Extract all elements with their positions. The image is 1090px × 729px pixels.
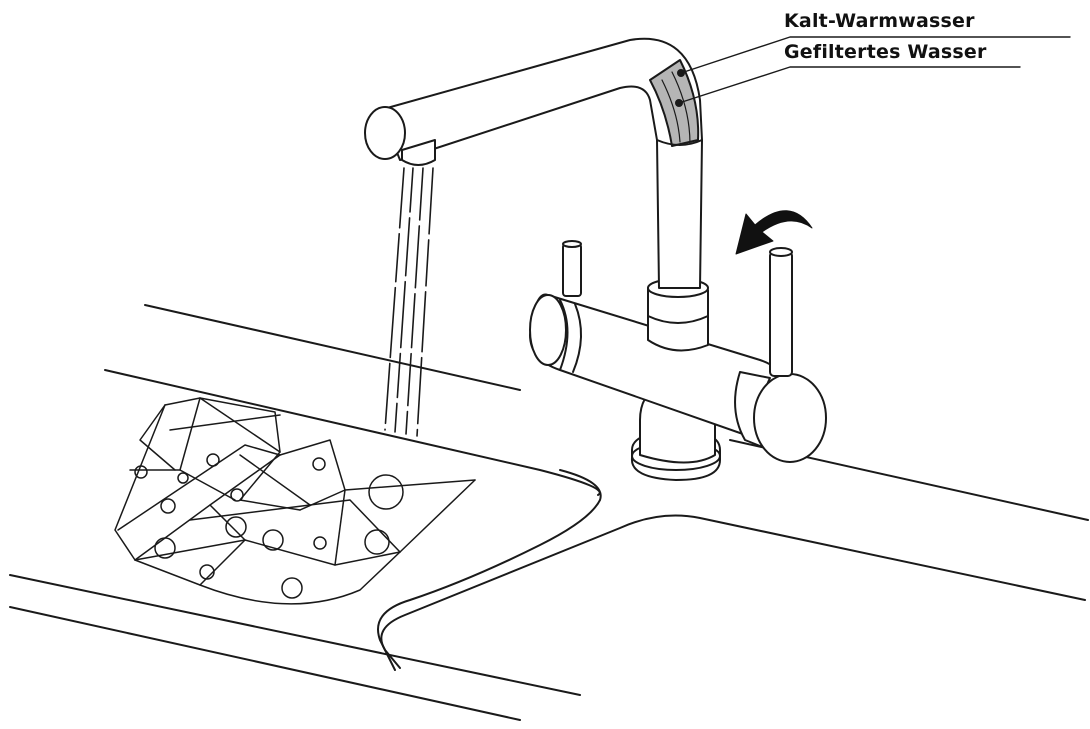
label-kalt-warmwasser: Kalt-Warmwasser bbox=[784, 10, 975, 32]
curved-arrow-icon bbox=[735, 210, 813, 255]
water-stream bbox=[384, 167, 434, 437]
label-gefiltertes-wasser: Gefiltertes Wasser bbox=[784, 41, 987, 63]
faucet-aerator bbox=[401, 139, 436, 166]
faucet-left-cap bbox=[529, 294, 567, 366]
faucet-right-cap bbox=[753, 373, 827, 463]
dish-rack bbox=[114, 397, 476, 605]
leader-line-filter bbox=[678, 66, 1021, 104]
countertop-back-edge bbox=[144, 304, 521, 391]
faucet-left-lever bbox=[562, 243, 582, 297]
label-leader-lines bbox=[678, 36, 1071, 104]
sink-basin bbox=[377, 469, 1086, 671]
faucet-vertical-pipe bbox=[656, 139, 703, 289]
faucet-spout-end bbox=[364, 106, 406, 160]
faucet-right-lever bbox=[769, 251, 793, 377]
countertop-lower-edge-2 bbox=[9, 606, 521, 721]
faucet-spout bbox=[379, 37, 703, 161]
sink-inner-edge bbox=[380, 514, 1086, 669]
countertop-front-edge bbox=[104, 369, 601, 496]
sink-outer-left-edge bbox=[377, 469, 602, 671]
leader-line-kalt bbox=[680, 36, 1071, 74]
faucet-indicator-band bbox=[649, 59, 700, 147]
countertop-lower-edge-1 bbox=[9, 574, 581, 696]
faucet bbox=[364, 37, 827, 481]
